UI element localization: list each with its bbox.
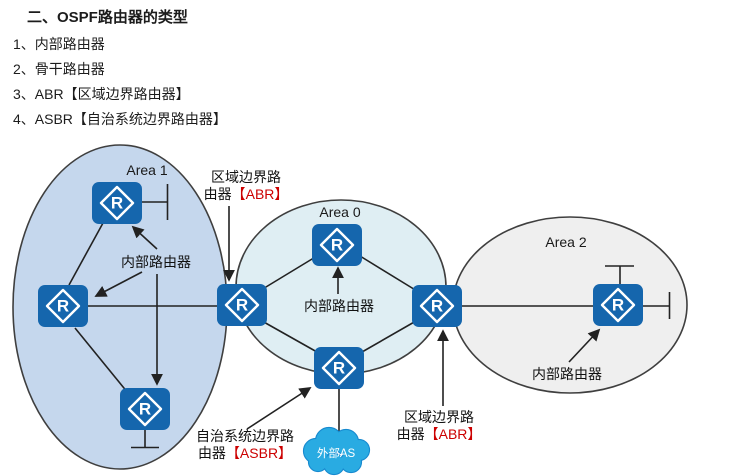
- router-icon-abr-right: R: [412, 285, 462, 327]
- abr-top-label: 区域边界路 由器【ABR】: [204, 169, 289, 203]
- network-segment-icons: [131, 184, 671, 449]
- router-icon-area0-top: R: [312, 224, 362, 266]
- list-item-abr: 3、ABR【区域边界路由器】: [13, 86, 190, 102]
- internal-router-label-area2: 内部路由器: [532, 366, 602, 382]
- svg-text:R: R: [331, 236, 343, 255]
- svg-text:R: R: [612, 296, 624, 315]
- arrow-internal2-to-router: [568, 328, 601, 363]
- asbr-label-line2: 由器: [197, 445, 226, 461]
- internal-router-label-area0: 内部路由器: [304, 298, 374, 314]
- router-icon-asbr: R: [314, 347, 364, 389]
- network-segment-icon: [605, 265, 634, 285]
- internal-router-label-area1: 内部路由器: [121, 254, 191, 270]
- link-area1-left-to-bottom: [74, 327, 129, 394]
- arrow-internal1-to-top-router: [131, 225, 158, 250]
- router-icon-abr-left: R: [217, 284, 267, 326]
- external-as-label: 外部AS: [316, 448, 356, 460]
- svg-text:R: R: [236, 296, 248, 315]
- page-title: 二、OSPF路由器的类型: [27, 9, 188, 26]
- connection-lines: [68, 222, 593, 434]
- link-abr-to-asbr: [261, 320, 318, 353]
- link-area0-top-to-abr2: [359, 255, 418, 292]
- leader-arrows: [94, 206, 601, 430]
- area1-label: Area 1: [126, 162, 168, 178]
- arrow-asbr-label-to-asbr: [246, 387, 312, 430]
- header-text-block: 二、OSPF路由器的类型 1、内部路由器 2、骨干路由器 3、ABR【区域边界路…: [13, 7, 227, 132]
- abr-top-label-red: 【ABR】: [231, 186, 289, 202]
- router-icons: R R R R R: [38, 182, 643, 430]
- area0-label: Area 0: [319, 204, 361, 220]
- cloud-icon: [302, 426, 371, 476]
- svg-text:R: R: [431, 297, 443, 316]
- abr-right-label-line2: 由器: [396, 426, 425, 442]
- abr-right-label-red: 【ABR】: [424, 426, 482, 442]
- abr-top-label-line1: 区域边界路: [210, 169, 281, 185]
- link-area1-top-to-left: [68, 222, 104, 286]
- link-asbr-to-abr2: [361, 320, 417, 353]
- arrow-internal1-to-left-router: [94, 271, 143, 297]
- router-icon-area2: R: [593, 284, 643, 326]
- router-icon-area1-bottom: R: [120, 388, 170, 430]
- link-abr-to-area0-top: [260, 255, 318, 291]
- svg-text:R: R: [111, 194, 123, 213]
- list-item-backbone-router: 2、骨干路由器: [13, 61, 105, 77]
- abr-top-label-line2: 由器: [203, 186, 232, 202]
- abr-right-label-line1: 区域边界路: [403, 409, 474, 425]
- svg-text:R: R: [333, 359, 345, 378]
- network-segment-icon: [643, 292, 671, 319]
- svg-text:R: R: [139, 400, 151, 419]
- asbr-label: 自治系统边界路 由器【ASBR】: [196, 428, 294, 462]
- router-icon-area1-top: R: [92, 182, 142, 224]
- svg-text:R: R: [57, 297, 69, 316]
- list-item-asbr: 4、ASBR【自治系统边界路由器】: [13, 111, 227, 127]
- list-item-internal-router: 1、内部路由器: [13, 36, 105, 52]
- network-segment-icon: [142, 184, 169, 220]
- asbr-label-red: 【ASBR】: [225, 445, 293, 461]
- asbr-label-line1: 自治系统边界路: [196, 428, 294, 444]
- router-icon-area1-left: R: [38, 285, 88, 327]
- abr-right-label: 区域边界路 由器【ABR】: [397, 409, 482, 443]
- area2-label: Area 2: [545, 234, 587, 250]
- network-segment-icon: [131, 428, 159, 449]
